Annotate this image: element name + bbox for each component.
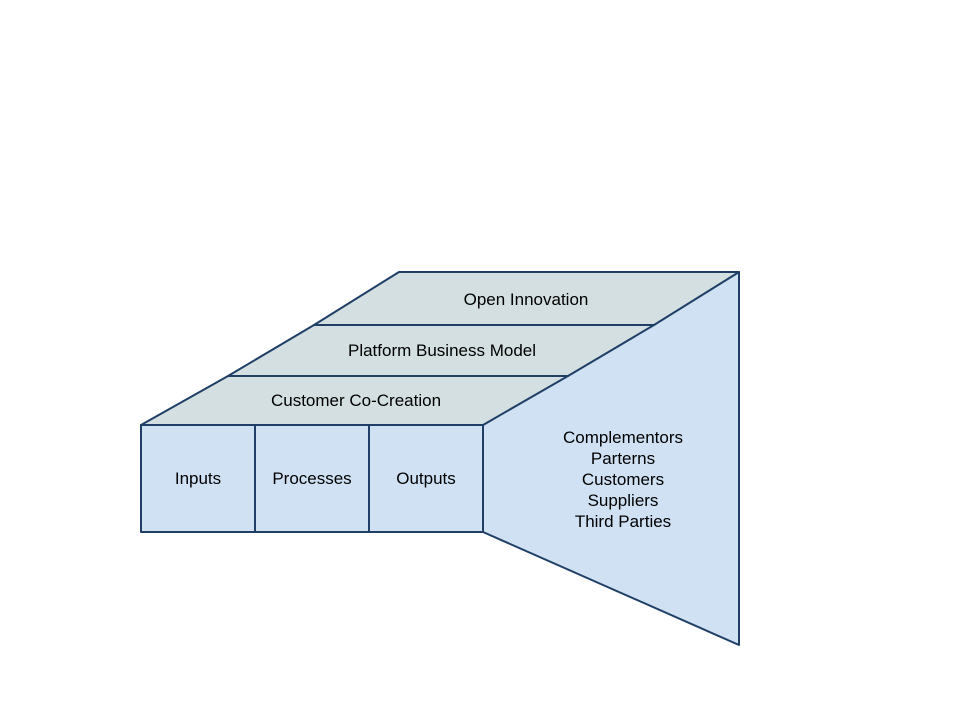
cell-label-inputs: Inputs: [175, 469, 221, 488]
side-line-parterns: Parterns: [591, 449, 655, 468]
layer-label-platform-business-model: Platform Business Model: [348, 341, 536, 360]
cell-label-outputs: Outputs: [396, 469, 456, 488]
side-line-complementors: Complementors: [563, 428, 683, 447]
side-line-customers: Customers: [582, 470, 664, 489]
cell-outputs: [368, 424, 484, 533]
layer-label-open-innovation: Open Innovation: [464, 290, 589, 309]
cell-label-processes: Processes: [272, 469, 351, 488]
layer-label-customer-co-creation: Customer Co-Creation: [271, 391, 441, 410]
side-line-third-parties: Third Parties: [575, 512, 671, 531]
side-line-suppliers: Suppliers: [588, 491, 659, 510]
